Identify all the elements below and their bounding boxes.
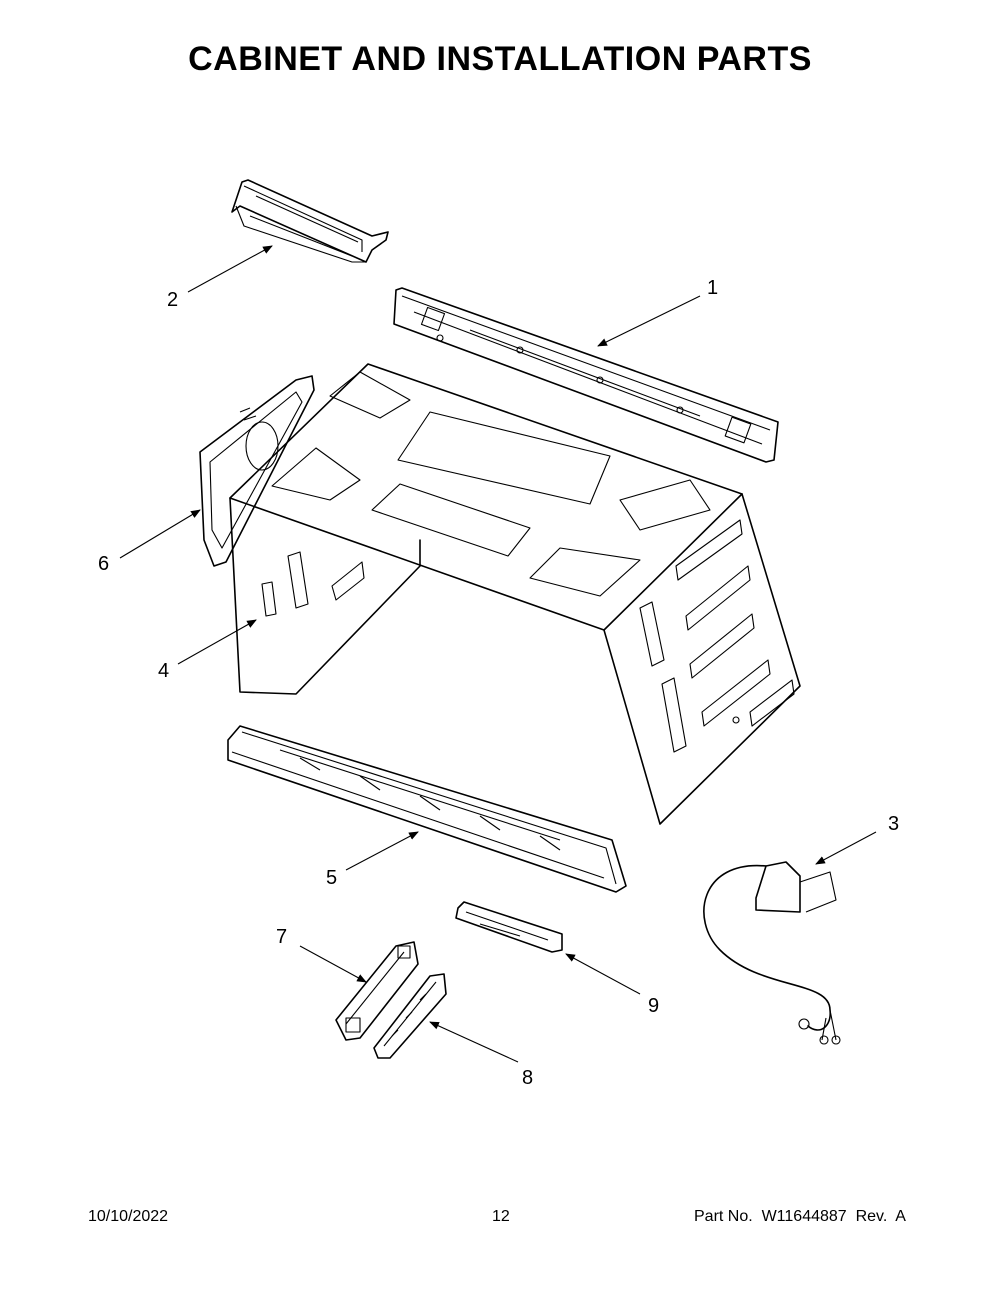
callout-9: 9	[648, 995, 659, 1017]
callout-2: 2	[167, 289, 178, 311]
part-2-vent-bracket	[231, 179, 389, 263]
part-5-bottom-grille	[227, 725, 627, 893]
page-title: CABINET AND INSTALLATION PARTS	[188, 40, 812, 78]
callout-8: 8	[522, 1067, 533, 1089]
callout-6: 6	[98, 553, 109, 575]
callout-5: 5	[326, 867, 337, 889]
part-6-side-vent-frame	[199, 375, 315, 567]
part-8-latch	[373, 973, 447, 1059]
part-7-support	[335, 941, 419, 1041]
part-1-mounting-rail	[393, 287, 779, 463]
leader-lines	[119, 245, 877, 1063]
footer-date: 10/10/2022	[88, 1208, 169, 1225]
part-9-bracket	[455, 901, 563, 953]
callout-4: 4	[158, 660, 169, 682]
callout-7: 7	[276, 926, 287, 948]
part-3-power-cord	[703, 861, 841, 1045]
callout-1: 1	[707, 277, 718, 299]
cabinet-wrapper	[229, 363, 801, 825]
callout-3: 3	[888, 813, 899, 835]
footer-part-number: Part No. W11644887 Rev. A	[694, 1208, 906, 1225]
footer-page-number: 12	[492, 1208, 510, 1225]
